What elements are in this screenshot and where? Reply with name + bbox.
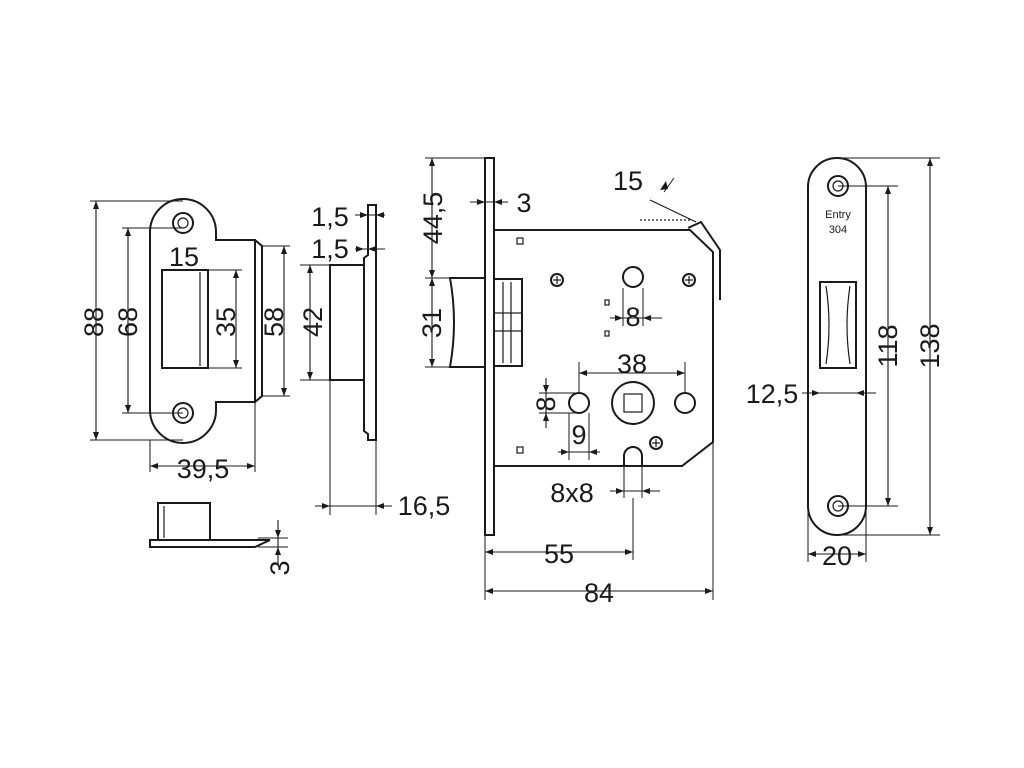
dim-front-slot-width: 12,5	[746, 379, 799, 409]
dim-profile-face-offset: 1,5	[311, 234, 349, 264]
dim-front-plate-width: 20	[822, 541, 852, 571]
dim-front-plate-height: 138	[915, 323, 945, 368]
dim-strike-box-height: 58	[259, 307, 289, 337]
dim-spindle-to-hole: 38	[617, 349, 647, 379]
lock-body-view: 44,5 3 31 8 38 8	[417, 157, 721, 608]
upper-hole	[622, 266, 644, 288]
dim-strike-height: 88	[79, 307, 109, 337]
lock-profile-view: 1,5 1,5 42 16,5	[298, 202, 450, 521]
dim-profile-depth: 16,5	[398, 491, 451, 521]
dim-strike-slot-height: 35	[211, 307, 241, 337]
dim-hole-width: 9	[571, 420, 586, 450]
dim-latch-height: 31	[417, 308, 447, 338]
dim-profile-box-height: 42	[298, 307, 328, 337]
dim-strike-slot-width: 15	[169, 242, 199, 272]
dim-case-depth: 84	[584, 578, 614, 608]
lock-case	[493, 229, 714, 467]
dim-strike-box-thickness: 3	[265, 560, 295, 575]
front-plate-view: Entry 304 12,5 118 138	[746, 157, 945, 571]
dim-backset: 55	[544, 539, 574, 569]
dim-faceplate-thickness: 3	[516, 188, 531, 218]
dim-spindle-size: 8x8	[550, 478, 594, 508]
latch-bolt	[448, 277, 523, 368]
dim-front-hole-spacing: 118	[873, 324, 903, 367]
dim-bevel-size: 15	[613, 166, 643, 196]
dim-profile-face-thickness: 1,5	[311, 202, 349, 232]
dim-strike-width: 39,5	[177, 454, 230, 484]
dim-cylinder-hole: 8	[625, 302, 640, 332]
plate-marking-line1: Entry	[825, 209, 851, 221]
case-screw-top-right	[682, 273, 696, 287]
front-plate	[807, 157, 867, 536]
plate-marking-line2: 304	[829, 224, 847, 236]
strike-side-view: 3	[149, 502, 295, 576]
case-screw-bottom	[649, 436, 663, 450]
strike-plate-view: 88 68 15 35 58 39,5	[79, 198, 290, 484]
dim-hole-height: 8	[531, 396, 561, 411]
case-screw-top-left	[550, 273, 564, 287]
dim-strike-hole-spacing: 68	[113, 307, 143, 337]
dim-lock-backset-top: 44,5	[418, 192, 448, 245]
lock-faceplate	[484, 157, 495, 536]
front-plate-latch-slot	[819, 281, 857, 369]
spindle-hub	[611, 381, 655, 425]
